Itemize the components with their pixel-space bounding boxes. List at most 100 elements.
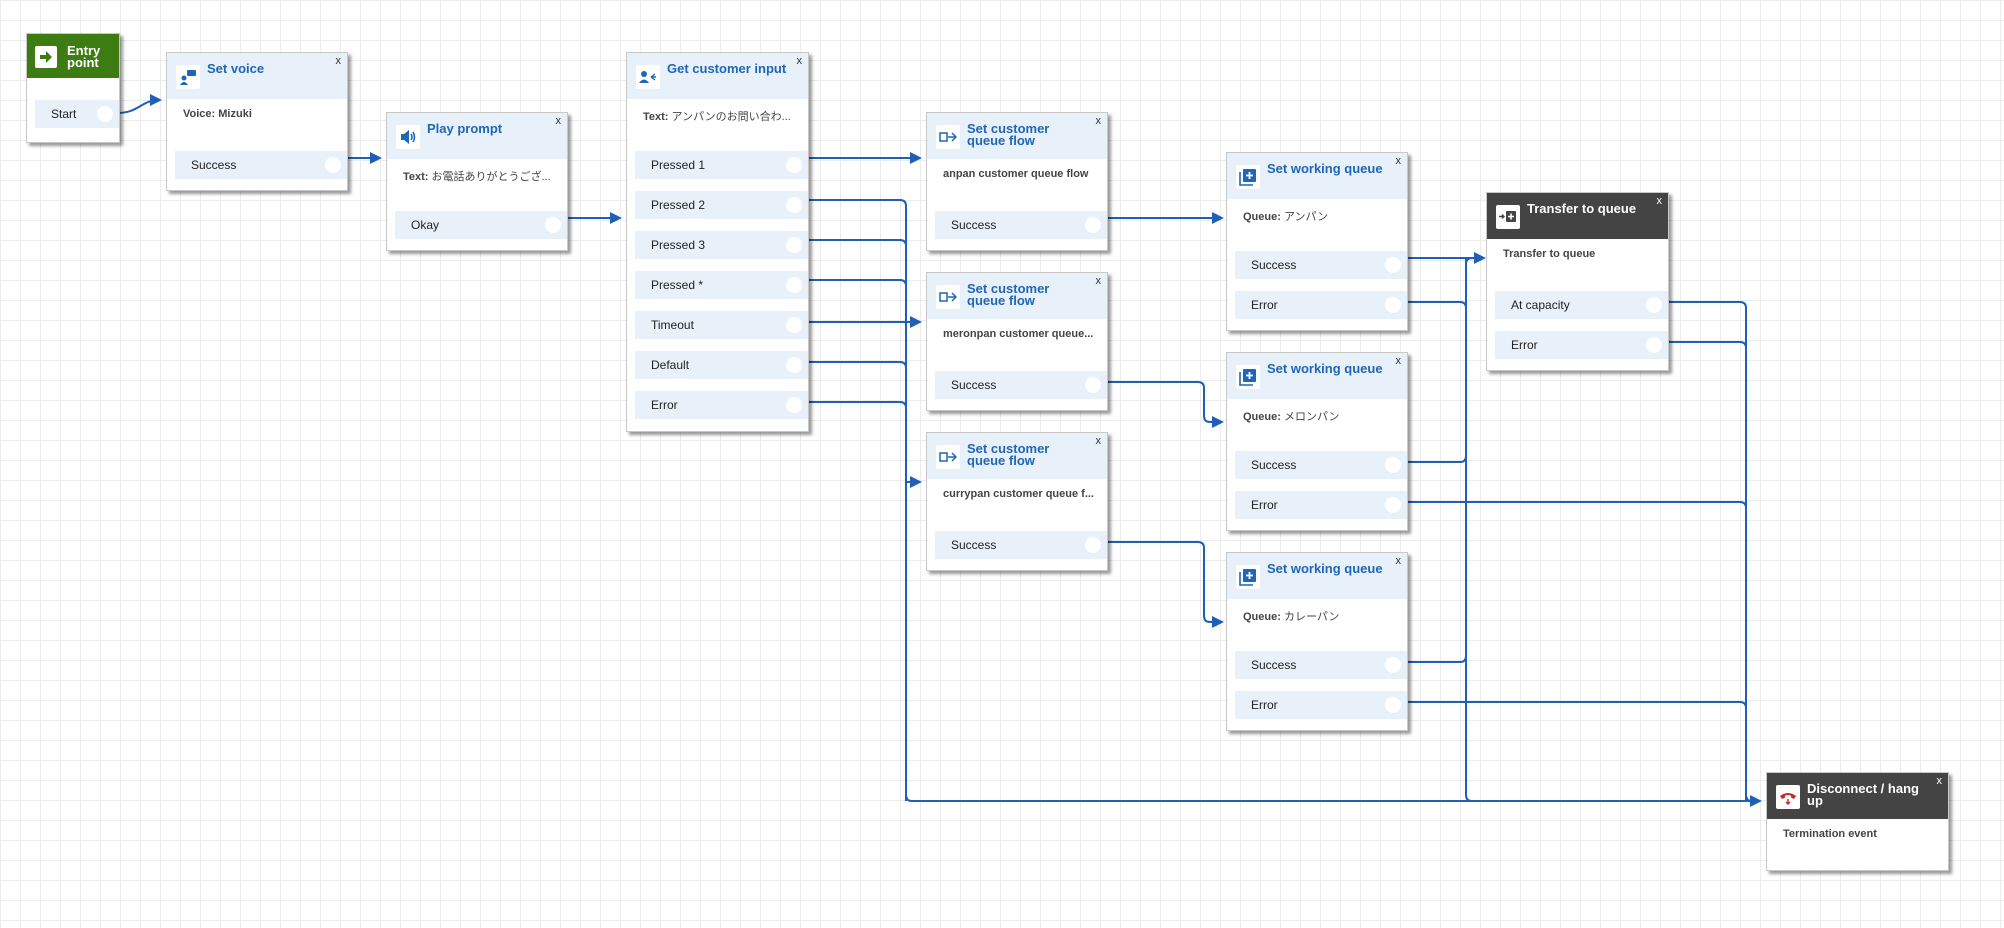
working-queue-branch-success[interactable]: Success xyxy=(1235,251,1407,279)
branch-label: Error xyxy=(1511,338,1538,352)
set-customer-queue-flow-block-1[interactable]: Set customer queue flow x anpan customer… xyxy=(926,112,1108,251)
connection-port[interactable] xyxy=(1085,377,1101,393)
branch-label: Error xyxy=(651,398,678,412)
branch-label: Success xyxy=(1251,458,1297,472)
connection-port[interactable] xyxy=(786,317,802,333)
working-queue-branch-error[interactable]: Error xyxy=(1235,291,1407,319)
working-queue-branch-success[interactable]: Success xyxy=(1235,451,1407,479)
connection-port[interactable] xyxy=(1385,657,1401,673)
set-customer-queue-flow-block-2[interactable]: Set customer queue flow x meronpan custo… xyxy=(926,272,1108,411)
branch-label: Success xyxy=(1251,258,1297,272)
connection-port[interactable] xyxy=(545,217,561,233)
transfer-branch-at-capacity[interactable]: At capacity xyxy=(1495,291,1668,319)
close-icon[interactable]: x xyxy=(796,55,803,67)
transfer-queue-icon xyxy=(1496,205,1520,229)
branch-label: Pressed * xyxy=(651,278,704,292)
connection-port[interactable] xyxy=(1085,217,1101,233)
get-customer-input-block[interactable]: Get customer input x Text: アンパンのお問い合わ...… xyxy=(626,52,809,432)
branch-label: Start xyxy=(51,107,77,121)
close-icon[interactable]: x xyxy=(1395,355,1402,367)
set-customer-queue-flow-block-3[interactable]: Set customer queue flow x currypan custo… xyxy=(926,432,1108,571)
connection-port[interactable] xyxy=(1385,257,1401,273)
input-branch-pressed-star[interactable]: Pressed * xyxy=(635,271,808,299)
working-queue-branch-error[interactable]: Error xyxy=(1235,691,1407,719)
close-icon[interactable]: x xyxy=(1095,275,1102,287)
close-icon[interactable]: x xyxy=(1395,155,1402,167)
connection-port[interactable] xyxy=(1385,497,1401,513)
play-prompt-header: Play prompt x xyxy=(387,113,567,159)
set-working-queue-block-2[interactable]: Set working queue x Queue: メロンパン Success… xyxy=(1226,352,1408,531)
connection-port[interactable] xyxy=(97,106,113,122)
play-prompt-branch-okay[interactable]: Okay xyxy=(395,211,567,239)
connection-port[interactable] xyxy=(1385,297,1401,313)
close-icon[interactable]: x xyxy=(1395,555,1402,567)
close-icon[interactable]: x xyxy=(1095,115,1102,127)
connection-port[interactable] xyxy=(786,397,802,413)
set-working-queue-block-3[interactable]: Set working queue x Queue: カレーパン Success… xyxy=(1226,552,1408,731)
close-icon[interactable]: x xyxy=(1936,775,1943,787)
block-description: Queue: カレーパン xyxy=(1243,611,1340,623)
entry-point-header: Entry point xyxy=(27,34,119,78)
branch-label: Timeout xyxy=(651,318,694,332)
wire-start-to-set-voice xyxy=(116,99,161,114)
input-branch-default[interactable]: Default xyxy=(635,351,808,379)
block-description: Voice: Mizuki xyxy=(183,108,252,120)
wire-transfer-error-to-disconnect xyxy=(1665,341,1747,801)
connection-port[interactable] xyxy=(1385,697,1401,713)
queue-flow-icon xyxy=(936,285,960,309)
block-description: Text: お電話ありがとうござ... xyxy=(403,171,551,183)
block-description: Queue: アンパン xyxy=(1243,211,1329,223)
block-title: Set customer queue flow xyxy=(967,281,1050,308)
entry-branch-start[interactable]: Start xyxy=(35,100,119,128)
connection-port[interactable] xyxy=(786,277,802,293)
wire-wq3-success-to-transfer xyxy=(1403,258,1467,663)
input-branch-error[interactable]: Error xyxy=(635,391,808,419)
connection-port[interactable] xyxy=(325,157,341,173)
branch-label: Okay xyxy=(411,218,440,232)
input-branch-pressed-2[interactable]: Pressed 2 xyxy=(635,191,808,219)
wire-queueflow2-to-wq2 xyxy=(1103,381,1222,423)
set-voice-branch-success[interactable]: Success xyxy=(175,151,347,179)
wire-wq1-error-to-disconnect xyxy=(1403,301,1760,802)
working-queue-branch-success[interactable]: Success xyxy=(1235,651,1407,679)
connection-port[interactable] xyxy=(1646,297,1662,313)
queue-flow-header: Set customer queue flow x xyxy=(927,433,1107,479)
input-branch-pressed-3[interactable]: Pressed 3 xyxy=(635,231,808,259)
connection-port[interactable] xyxy=(1085,537,1101,553)
queue-flow-branch-success[interactable]: Success xyxy=(935,531,1107,559)
wire-pressed3-to-queueflow2 xyxy=(805,239,920,323)
close-icon[interactable]: x xyxy=(335,55,342,67)
block-description: Text: アンパンのお問い合わ... xyxy=(643,111,791,123)
working-queue-header: Set working queue x xyxy=(1227,353,1407,399)
connection-port[interactable] xyxy=(786,237,802,253)
disconnect-block[interactable]: Disconnect / hang up x Termination event xyxy=(1766,772,1949,871)
close-icon[interactable]: x xyxy=(1656,195,1663,207)
set-working-queue-block-1[interactable]: Set working queue x Queue: アンパン Success … xyxy=(1226,152,1408,331)
play-prompt-block[interactable]: Play prompt x Text: お電話ありがとうござ... Okay xyxy=(386,112,568,251)
customer-input-icon xyxy=(636,65,660,89)
wire-default-to-disconnect xyxy=(805,361,907,801)
input-branch-timeout[interactable]: Timeout xyxy=(635,311,808,339)
close-icon[interactable]: x xyxy=(555,115,562,127)
block-description: meronpan customer queue... xyxy=(943,328,1094,340)
input-branch-pressed-1[interactable]: Pressed 1 xyxy=(635,151,808,179)
close-icon[interactable]: x xyxy=(1095,435,1102,447)
disconnect-header: Disconnect / hang up x xyxy=(1767,773,1948,819)
connection-port[interactable] xyxy=(786,197,802,213)
queue-flow-branch-success[interactable]: Success xyxy=(935,211,1107,239)
set-voice-block[interactable]: Set voice x Voice: Mizuki Success xyxy=(166,52,348,191)
transfer-branch-error[interactable]: Error xyxy=(1495,331,1668,359)
branch-label: At capacity xyxy=(1511,298,1570,312)
connection-port[interactable] xyxy=(1385,457,1401,473)
block-title: Play prompt xyxy=(427,121,503,136)
queue-flow-branch-success[interactable]: Success xyxy=(935,371,1107,399)
block-description: Transfer to queue xyxy=(1503,248,1596,260)
connection-port[interactable] xyxy=(786,157,802,173)
transfer-to-queue-block[interactable]: Transfer to queue x Transfer to queue At… xyxy=(1486,192,1669,371)
entry-point-block[interactable]: Entry point Start xyxy=(26,33,120,143)
wire-error-to-disconnect xyxy=(805,401,907,801)
working-queue-branch-error[interactable]: Error xyxy=(1235,491,1407,519)
connection-port[interactable] xyxy=(786,357,802,373)
wire-transfer-capacity-to-disconnect xyxy=(1665,301,1747,801)
connection-port[interactable] xyxy=(1646,337,1662,353)
